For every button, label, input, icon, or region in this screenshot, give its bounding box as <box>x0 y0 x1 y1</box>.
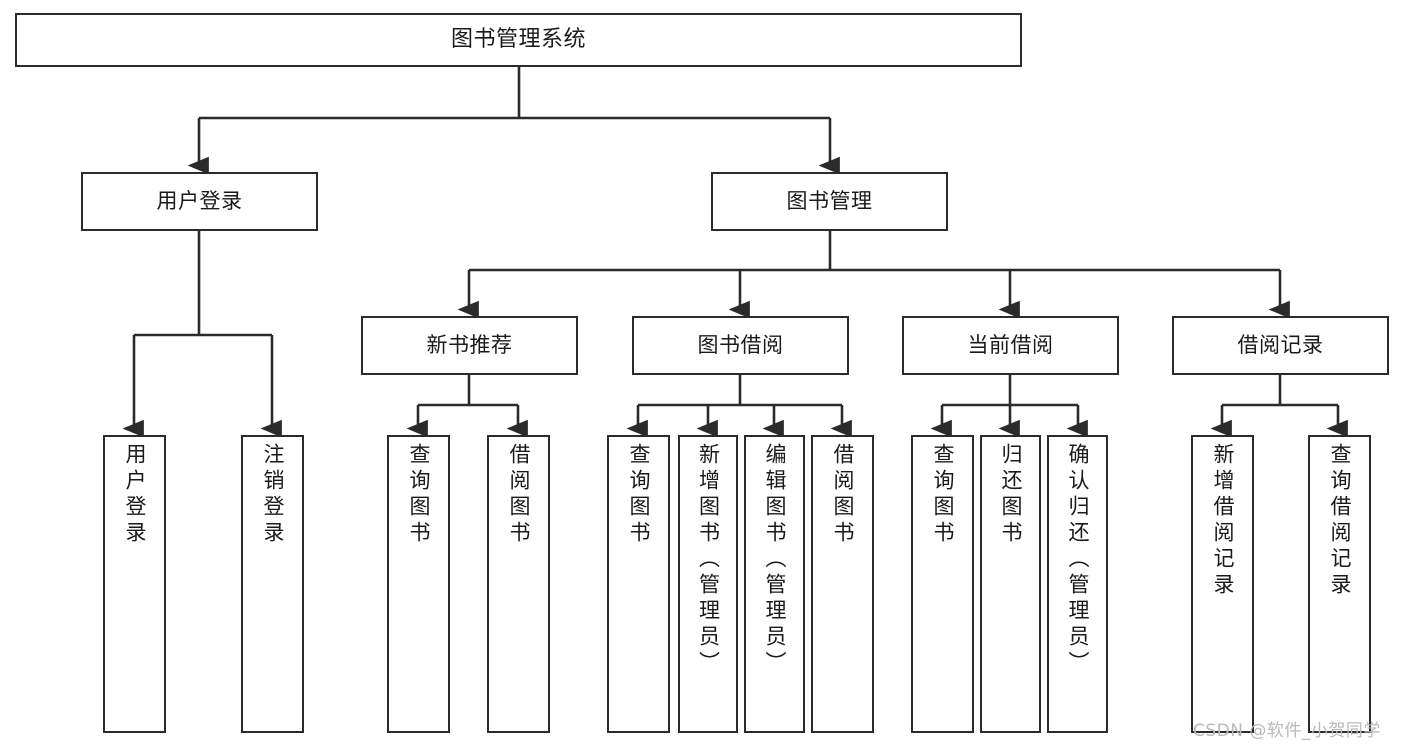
node-label: 归还图书 <box>999 443 1023 547</box>
node-borrow-record[interactable]: 借阅记录 <box>1172 316 1389 375</box>
node-leaf-query-book-current[interactable]: 查询图书 <box>911 435 974 733</box>
node-leaf-return-book[interactable]: 归还图书 <box>980 435 1041 733</box>
node-book-borrow[interactable]: 图书借阅 <box>632 316 849 375</box>
node-label: 当前借阅 <box>967 333 1054 358</box>
node-leaf-borrow-book-borrow[interactable]: 借阅图书 <box>811 435 874 733</box>
node-leaf-add-borrow-record[interactable]: 新增借阅记录 <box>1191 435 1254 733</box>
node-label: 用户登录 <box>156 189 243 214</box>
node-label: 新书推荐 <box>426 333 513 358</box>
node-label: 借阅图书 <box>831 443 855 547</box>
node-leaf-query-book-new-recommend[interactable]: 查询图书 <box>387 435 450 733</box>
node-leaf-query-book-borrow[interactable]: 查询图书 <box>607 435 670 733</box>
node-label: 图书管理 <box>786 189 873 214</box>
node-user-login[interactable]: 用户登录 <box>81 172 318 231</box>
node-leaf-add-book-admin[interactable]: 新增图书（管理员） <box>678 435 738 733</box>
node-new-book-recommend[interactable]: 新书推荐 <box>361 316 578 375</box>
node-label: 图书借阅 <box>697 333 784 358</box>
node-leaf-confirm-return-admin[interactable]: 确认归还（管理员） <box>1047 435 1108 733</box>
node-book-management-system[interactable]: 图书管理系统 <box>15 13 1022 67</box>
node-label: 用户登录 <box>123 443 147 547</box>
node-leaf-query-borrow-record[interactable]: 查询借阅记录 <box>1308 435 1371 733</box>
node-label: 查询图书 <box>627 443 651 547</box>
node-leaf-user-login[interactable]: 用户登录 <box>103 435 166 733</box>
node-leaf-logout-login[interactable]: 注销登录 <box>241 435 304 733</box>
node-label: 查询图书 <box>931 443 955 547</box>
node-leaf-borrow-book-new-recommend[interactable]: 借阅图书 <box>487 435 550 733</box>
node-label: 新增借阅记录 <box>1211 443 1235 599</box>
node-label: 图书管理系统 <box>450 27 586 53</box>
node-label: 查询借阅记录 <box>1328 443 1352 599</box>
csdn-watermark: CSDN @软件_小贺同学 <box>1193 721 1381 741</box>
node-label: 新增图书（管理员） <box>696 443 721 677</box>
node-label: 借阅图书 <box>507 443 531 547</box>
node-label: 借阅记录 <box>1237 333 1324 358</box>
node-label: 注销登录 <box>261 443 285 547</box>
node-label: 查询图书 <box>407 443 431 547</box>
node-label: 编辑图书（管理员） <box>763 443 787 677</box>
node-book-manage[interactable]: 图书管理 <box>711 172 948 231</box>
node-label: 确认归还（管理员） <box>1066 443 1090 677</box>
node-current-borrow[interactable]: 当前借阅 <box>902 316 1119 375</box>
node-leaf-edit-book-admin[interactable]: 编辑图书（管理员） <box>744 435 805 733</box>
